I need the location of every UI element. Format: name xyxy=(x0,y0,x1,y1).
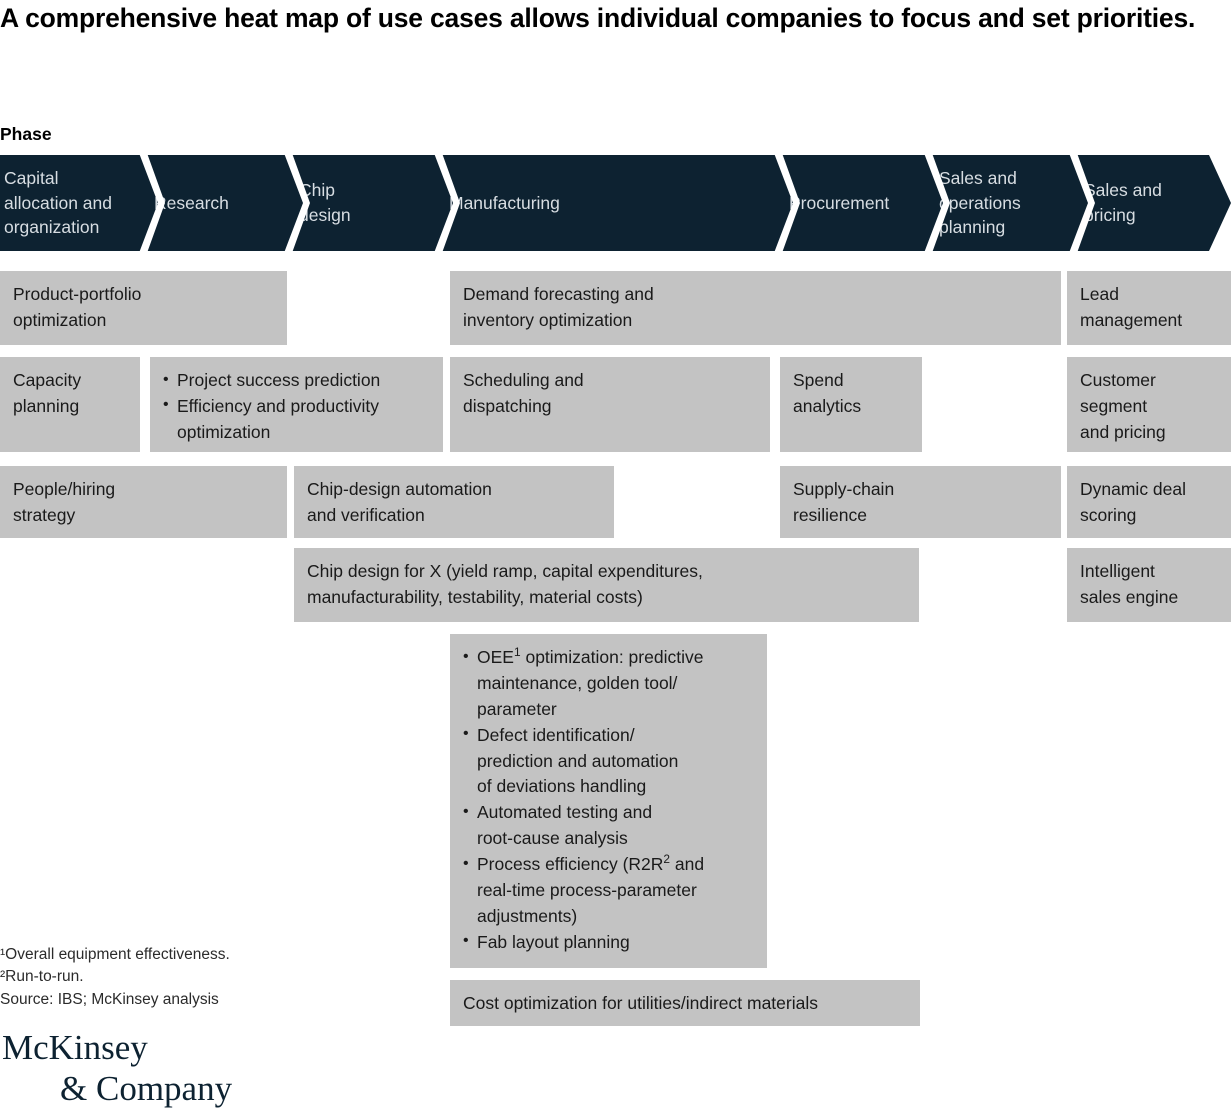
use-case-label: Chip design for X (yield ramp, capital e… xyxy=(307,561,703,607)
logo-line-2: & Company xyxy=(60,1069,233,1108)
bullet-item: Defect identification/prediction and aut… xyxy=(463,722,754,801)
phase-research[interactable]: Research xyxy=(150,155,305,251)
logo-line-1: McKinsey xyxy=(2,1028,148,1067)
footnote-1: ¹Overall equipment effectiveness. xyxy=(0,946,230,963)
footnote-2: ²Run-to-run. xyxy=(0,968,84,986)
phase-manufacturing[interactable]: Manufacturing xyxy=(445,155,795,251)
phase-label-manufacturing: Manufacturing xyxy=(449,192,560,213)
bullet-list: Project success predictionEfficiency and… xyxy=(163,368,430,446)
use-case-label: Cost optimization for utilities/indirect… xyxy=(463,993,818,1013)
bullet-item: Project success prediction xyxy=(163,368,430,394)
phase-label-research: Research xyxy=(154,192,229,213)
use-case-chip-design-for-x[interactable]: Chip design for X (yield ramp, capital e… xyxy=(294,548,919,622)
phase-label-procurement: Procurement xyxy=(789,192,890,213)
use-case-cost-optimization-utilities[interactable]: Cost optimization for utilities/indirect… xyxy=(450,980,920,1026)
bullet-list: OEE1 optimization: predictivemaintenance… xyxy=(463,645,754,956)
phase-procurement[interactable]: Procurement xyxy=(785,155,945,251)
bullet-item: OEE1 optimization: predictivemaintenance… xyxy=(463,645,754,723)
use-case-manufacturing-use-cases[interactable]: OEE1 optimization: predictivemaintenance… xyxy=(450,634,767,968)
footnote-3: Source: IBS; McKinsey analysis xyxy=(0,990,219,1008)
page-title: A comprehensive heat map of use cases al… xyxy=(0,3,1196,33)
bullet-item: Fab layout planning xyxy=(463,929,754,956)
footnotes: ¹Overall equipment effectiveness. ²Run-to… xyxy=(0,944,430,1011)
use-case-project-success-and-efficiency[interactable]: Project success predictionEfficiency and… xyxy=(150,357,443,452)
phase-axis-label: Phase xyxy=(0,124,52,144)
mckinsey-logo: McKinsey & Company xyxy=(2,1030,232,1106)
